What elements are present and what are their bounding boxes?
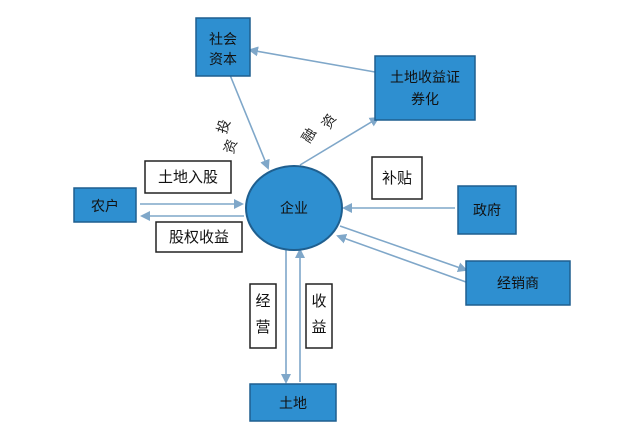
label-financing: 融 资	[299, 112, 340, 146]
securitization-line-1: 土地收益证	[390, 70, 460, 86]
operation-char-2: 营	[255, 318, 270, 336]
land-label: 土地	[279, 396, 307, 412]
arrow-enterprise-to-distributor	[339, 225, 468, 273]
label-land-equity: 土地入股	[144, 160, 232, 194]
arrow-distributor-to-enterprise	[336, 234, 467, 283]
securitization-line-2: 券化	[411, 92, 439, 108]
node-government: 政府	[457, 185, 517, 235]
arrow-enterprise-to-securitization	[299, 116, 380, 166]
land-equity-text: 土地入股	[158, 168, 218, 186]
node-farmer: 农户	[73, 187, 137, 223]
operation-char-1: 经	[255, 292, 270, 310]
node-enterprise: 企业	[245, 165, 343, 251]
government-label: 政府	[473, 203, 501, 219]
social-capital-line-1: 社会	[209, 32, 237, 48]
node-social-capital: 社会 资本	[195, 17, 251, 77]
label-equity-income: 股权收益	[155, 221, 243, 253]
label-income: 收 益	[305, 283, 333, 349]
arrow-social-capital-to-enterprise	[229, 74, 270, 170]
income-char-1: 收	[311, 292, 326, 310]
social-capital-line-2: 资本	[209, 52, 237, 68]
node-securitization: 土地收益证 券化	[374, 55, 476, 121]
distributor-label: 经销商	[497, 276, 539, 292]
financing-char-2: 资	[319, 112, 340, 132]
label-operation: 经 营	[249, 283, 277, 349]
edges	[140, 46, 468, 384]
label-subsidy: 补贴	[371, 156, 423, 200]
arrow-securitization-to-social-capital	[248, 46, 376, 73]
financing-char-1: 融	[299, 126, 320, 146]
label-investment: 投 资	[214, 118, 241, 156]
subsidy-text: 补贴	[382, 169, 412, 187]
income-char-2: 益	[311, 318, 326, 336]
node-land: 土地	[249, 383, 337, 422]
farmer-label: 农户	[91, 198, 119, 215]
investment-char-1: 投	[214, 118, 234, 136]
enterprise-label: 企业	[280, 200, 308, 217]
node-distributor: 经销商	[465, 260, 571, 306]
equity-income-text: 股权收益	[169, 228, 229, 246]
investment-char-2: 资	[221, 138, 241, 156]
